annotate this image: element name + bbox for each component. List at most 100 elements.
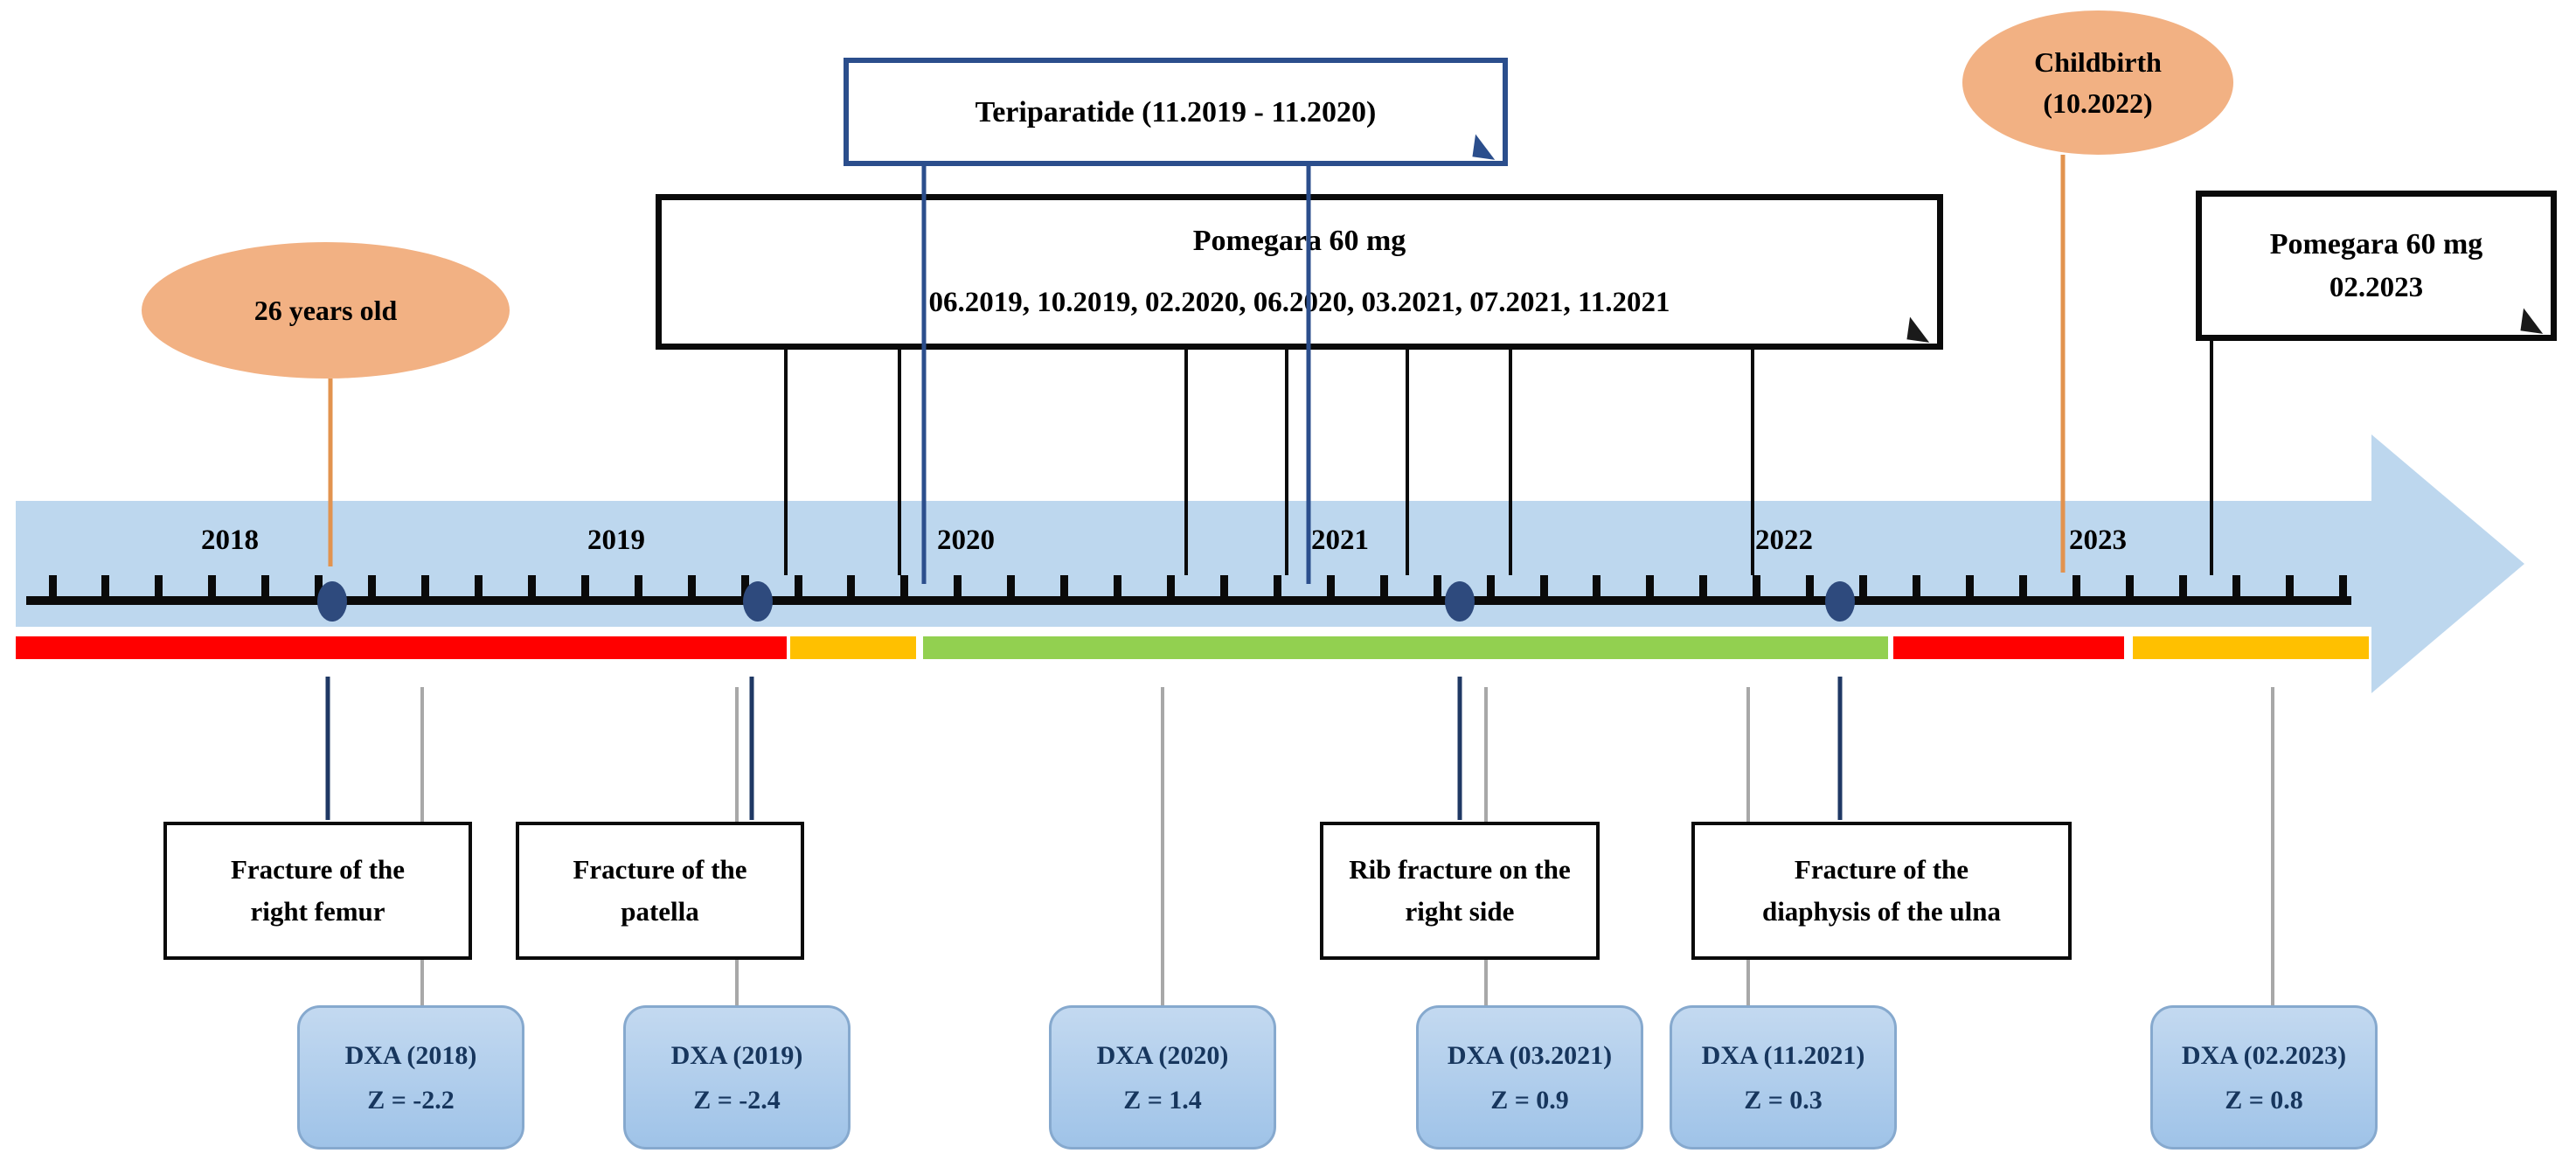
axis-tick	[1219, 575, 1228, 596]
axis-tick	[421, 575, 429, 596]
dxa-result-card: DXA (2019) Z = -2.4	[623, 1005, 851, 1150]
axis-tick	[1007, 575, 1016, 596]
fracture-label-box: Fracture of the right femur	[163, 822, 472, 960]
axis-tick	[1859, 575, 1868, 596]
dxa-result-card: DXA (03.2021) Z = 0.9	[1416, 1005, 1643, 1150]
pomegara-course-dates: 06.2019, 10.2019, 02.2020, 06.2020, 03.2…	[928, 287, 1670, 319]
age-ellipse: 26 years old	[142, 242, 510, 379]
axis-tick	[315, 575, 323, 596]
pomegara-dose-line	[1509, 348, 1512, 575]
fracture-label-box: Fracture of the diaphysis of the ulna	[1691, 822, 2072, 960]
axis-tick	[1060, 575, 1069, 596]
risk-bar-segment-3	[1893, 636, 2124, 659]
teriparatide-label: Teriparatide (11.2019 - 11.2020)	[975, 95, 1377, 129]
axis-tick	[2338, 575, 2347, 596]
pomegara-2023-title: Pomegara 60 mg	[2269, 227, 2483, 260]
axis-tick	[847, 575, 856, 596]
fracture-connector-line	[749, 677, 754, 820]
axis-tick	[155, 575, 163, 596]
risk-bar-segment-2	[923, 636, 1888, 659]
axis-tick	[1965, 575, 1974, 596]
year-label-2020: 2020	[937, 524, 995, 556]
dxa-result-card: DXA (2020) Z = 1.4	[1049, 1005, 1276, 1150]
axis-tick	[1486, 575, 1495, 596]
age-label: 26 years old	[253, 294, 398, 326]
risk-bar-segment-1	[790, 636, 916, 659]
axis-tick	[794, 575, 802, 596]
axis-tick	[2285, 575, 2294, 596]
axis-tick	[1273, 575, 1281, 596]
childbirth-label-line2: (10.2022)	[2043, 87, 2153, 119]
dogear-fold-icon	[2520, 308, 2569, 337]
timeline-band	[16, 501, 2373, 627]
fracture-connector-line	[1837, 677, 1843, 820]
axis-tick	[2125, 575, 2134, 596]
teriparatide-period-line	[921, 164, 927, 584]
year-label-2022: 2022	[1755, 524, 1813, 556]
axis-tick	[1646, 575, 1655, 596]
axis-tick	[900, 575, 909, 596]
dxa-result-card: DXA (02.2023) Z = 0.8	[2150, 1005, 2378, 1150]
pomegara-2023-callout: Pomegara 60 mg 02.2023	[2196, 191, 2569, 341]
fracture-connector-line	[1457, 677, 1462, 820]
dxa-result-card: DXA (2018) Z = -2.2	[297, 1005, 524, 1150]
axis-tick	[474, 575, 483, 596]
dogear-fold-icon	[1472, 134, 1521, 163]
childbirth-ellipse: Childbirth (10.2022)	[1962, 10, 2233, 155]
pomegara-course-title: Pomegara 60 mg	[1192, 225, 1406, 258]
axis-tick	[1806, 575, 1815, 596]
fracture-dot	[743, 581, 773, 622]
pomegara-dose-line	[1751, 348, 1754, 575]
axis-tick	[634, 575, 642, 596]
dxa-connector-line	[2271, 687, 2274, 1007]
dxa-result-card: DXA (11.2021) Z = 0.3	[1670, 1005, 1897, 1150]
axis-tick	[1433, 575, 1441, 596]
axis-tick	[2232, 575, 2240, 596]
axis-tick	[1379, 575, 1388, 596]
axis-tick	[261, 575, 270, 596]
fracture-dot	[1825, 581, 1855, 622]
axis-tick	[2178, 575, 2187, 596]
axis-tick	[101, 575, 110, 596]
year-label-2018: 2018	[201, 524, 259, 556]
childbirth-marker-line	[2060, 155, 2066, 573]
year-label-2021: 2021	[1311, 524, 1369, 556]
fracture-label-box: Fracture of the patella	[516, 822, 804, 960]
childbirth-label-line1: Childbirth	[2034, 46, 2162, 79]
age-marker-line	[328, 379, 333, 566]
fracture-label-box: Rib fracture on the right side	[1320, 822, 1600, 960]
teriparatide-callout: Teriparatide (11.2019 - 11.2020)	[844, 58, 1521, 166]
axis-tick	[687, 575, 696, 596]
pomegara-dose-line	[784, 348, 788, 575]
fracture-connector-line	[325, 677, 330, 820]
fracture-dot	[1445, 581, 1475, 622]
axis-tick	[1539, 575, 1548, 596]
axis-tick	[1593, 575, 1601, 596]
axis-tick	[527, 575, 536, 596]
axis-tick	[208, 575, 217, 596]
fracture-dot	[317, 581, 347, 622]
axis-tick	[48, 575, 57, 596]
pomegara-dose-line	[1184, 348, 1188, 575]
year-label-2019: 2019	[587, 524, 645, 556]
axis-tick	[740, 575, 749, 596]
risk-bar-segment-0	[16, 636, 787, 659]
axis-tick	[2072, 575, 2080, 596]
axis-tick	[1114, 575, 1122, 596]
pomegara-dose-line	[1285, 348, 1288, 575]
risk-bar-segment-4	[2133, 636, 2369, 659]
axis-tick	[580, 575, 589, 596]
teriparatide-period-line	[1306, 164, 1311, 584]
pomegara-course-callout: Pomegara 60 mg 06.2019, 10.2019, 02.2020…	[656, 194, 1955, 350]
axis-tick	[2018, 575, 2027, 596]
axis-tick	[1753, 575, 1761, 596]
axis-tick	[368, 575, 377, 596]
dxa-connector-line	[1161, 687, 1164, 1007]
axis-tick	[1167, 575, 1176, 596]
pomegara-dose-line	[898, 348, 901, 575]
pomegara-2023-date: 02.2023	[2329, 271, 2424, 303]
year-label-2023: 2023	[2069, 524, 2127, 556]
axis-tick	[1699, 575, 1708, 596]
pomegara-dose-line	[1406, 348, 1409, 575]
